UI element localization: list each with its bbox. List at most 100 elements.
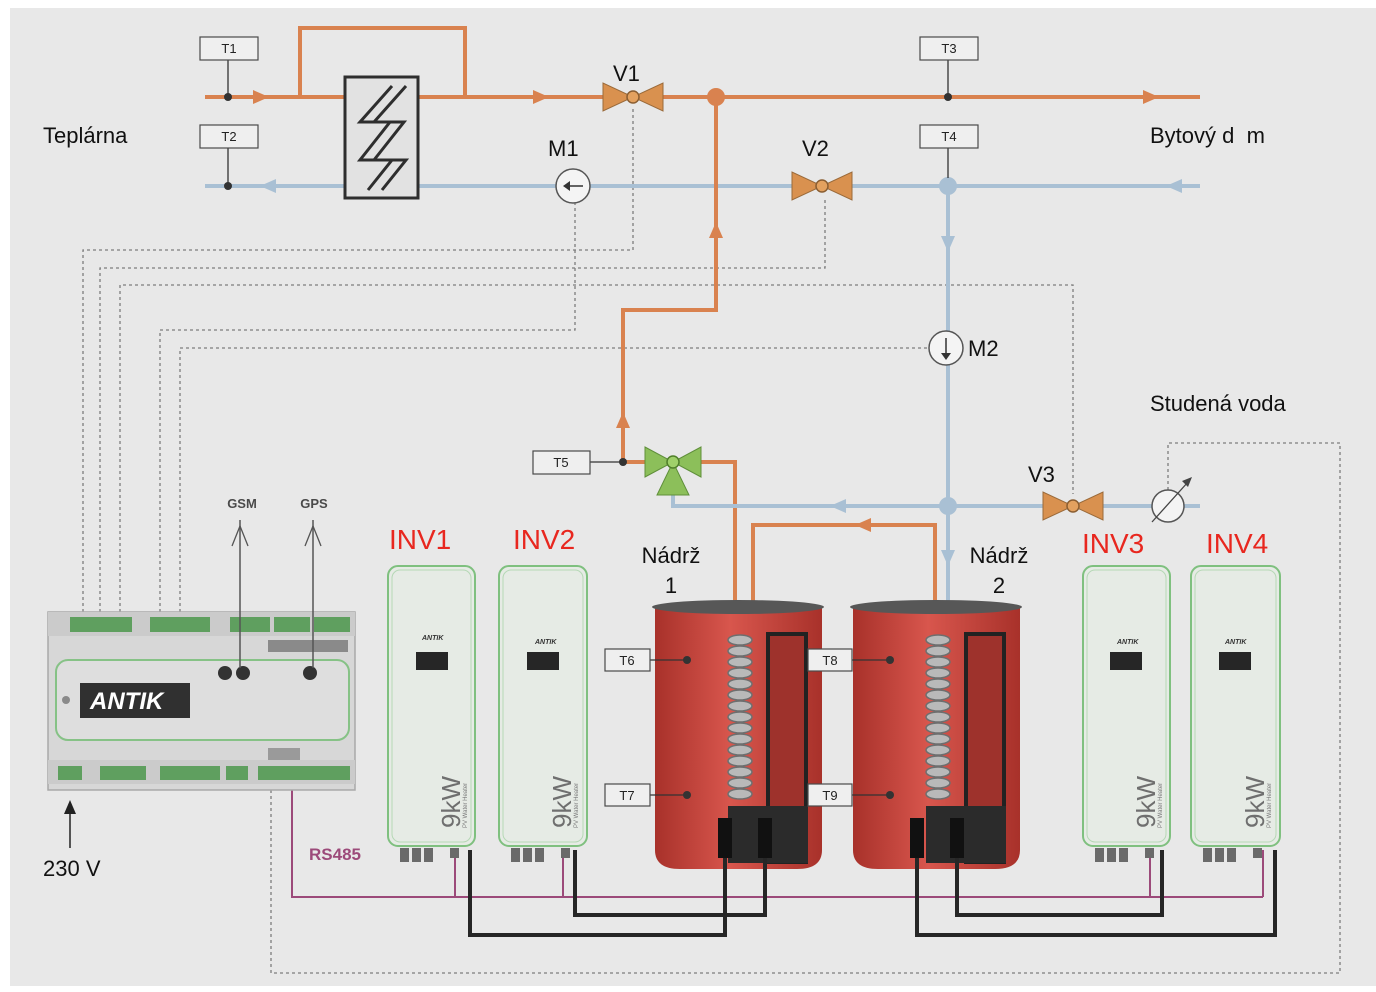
tank-2-coil <box>925 634 951 800</box>
terminal-block <box>230 617 270 632</box>
terminal-block <box>274 617 310 632</box>
valve-label-v1: V1 <box>613 61 640 86</box>
terminal-block <box>258 766 350 780</box>
inverter-logo: ANTIK <box>534 639 557 646</box>
sensor-label: T7 <box>619 788 634 803</box>
inverter-label-2: INV2 <box>513 524 575 555</box>
valve-label-v3: V3 <box>1028 462 1055 487</box>
control-line-m2 <box>179 347 929 612</box>
brand-logo-text: ANTIK <box>89 688 165 715</box>
coil-turn <box>727 689 753 701</box>
heating-element <box>950 818 964 858</box>
flow-arrow-right-icon <box>1143 90 1159 104</box>
inverter-product: PV Water Heater <box>574 783 580 828</box>
control-line-m1 <box>159 203 576 612</box>
inverter-4: ANTIK 9kW PV Water Heater <box>1190 565 1281 862</box>
coil-turn <box>925 634 951 646</box>
coil-turn <box>727 645 753 657</box>
flow-arrow-right-icon <box>253 90 269 104</box>
inverter-label-4: INV4 <box>1206 528 1268 559</box>
flow-arrow-left-icon <box>830 499 846 513</box>
arrow-diagonal-icon <box>1182 477 1192 487</box>
coil-turn <box>727 656 753 668</box>
inverter-product: PV Water Heater <box>463 783 469 828</box>
valve-label-v2: V2 <box>802 136 829 161</box>
inverter-logo: ANTIK <box>1116 639 1139 646</box>
sensor-label: T4 <box>941 129 956 144</box>
coil-turn <box>925 777 951 789</box>
tank-1-name: Nádrž <box>642 543 701 568</box>
sensor-t2: T2 <box>199 124 259 190</box>
tank-1-coil <box>727 634 753 800</box>
coil-turn <box>925 722 951 734</box>
sensor-t7: T7 <box>604 783 691 807</box>
source-label: Teplárna <box>43 123 128 148</box>
antenna-connector <box>218 666 232 680</box>
coil-turn <box>727 700 753 712</box>
destination-label: Bytový d m <box>1150 123 1265 148</box>
sensor-t3: T3 <box>919 36 979 101</box>
coil-turn <box>925 656 951 668</box>
gps-label: GPS <box>300 496 328 511</box>
hot-branch-line <box>616 88 937 632</box>
heating-element <box>758 818 772 858</box>
pump-label-m1: M1 <box>548 136 579 161</box>
coil-turn <box>727 634 753 646</box>
flow-arrow-right-icon <box>533 90 549 104</box>
inverter-logo: ANTIK <box>421 635 444 642</box>
pump-m1 <box>555 168 591 204</box>
flow-arrow-down-icon <box>941 236 955 252</box>
coil-turn <box>925 788 951 800</box>
control-line-v3 <box>119 284 1074 612</box>
coil-turn <box>925 700 951 712</box>
coil-turn <box>727 788 753 800</box>
control-line-v2 <box>99 198 826 612</box>
coil-turn <box>727 766 753 778</box>
terminal-block <box>100 766 146 780</box>
inverter-rating: 9kW <box>1131 776 1161 828</box>
heat-exchanger <box>343 75 420 200</box>
coil-turn <box>925 711 951 723</box>
antenna-connector <box>303 666 317 680</box>
inverter-rating: 9kW <box>1240 776 1270 828</box>
coil-turn <box>925 645 951 657</box>
gsm-antenna: GSM <box>227 496 257 668</box>
flow-arrow-left-icon <box>260 179 276 193</box>
coil-turn <box>727 755 753 767</box>
arrow-left-icon <box>563 181 570 191</box>
arrow-up-icon <box>64 800 76 814</box>
three-way-valve <box>644 446 702 496</box>
sensor-label: T2 <box>221 129 236 144</box>
heating-element <box>718 818 732 858</box>
gsm-label: GSM <box>227 496 257 511</box>
arrow-down-icon <box>941 353 951 360</box>
tank-2 <box>850 600 1022 869</box>
gps-antenna: GPS <box>300 496 328 668</box>
coil-turn <box>925 667 951 679</box>
sensor-label: T8 <box>822 653 837 668</box>
pump-m2 <box>928 330 964 366</box>
sensor-t5: T5 <box>532 450 627 475</box>
flow-arrow-down-icon <box>941 550 955 566</box>
inverter-display <box>416 652 448 670</box>
coil-turn <box>925 744 951 756</box>
coil-turn <box>727 722 753 734</box>
cold-branch-line <box>671 177 1200 632</box>
control-lines <box>82 106 1341 974</box>
terminal-block <box>226 766 248 780</box>
tank-1-number: 1 <box>665 573 677 598</box>
power-label: 230 V <box>43 856 101 881</box>
sensor-label: T1 <box>221 41 236 56</box>
inverter-rating: 9kW <box>547 776 577 828</box>
inverter-1: ANTIK 9kW PV Water Heater <box>387 565 476 862</box>
hot-supply-line <box>205 26 1200 104</box>
inverter-rating: 9kW <box>436 776 466 828</box>
heating-element <box>910 818 924 858</box>
brand-logo <box>80 683 190 718</box>
inverter-2: ANTIK 9kW PV Water Heater <box>498 565 588 862</box>
sensor-label: T6 <box>619 653 634 668</box>
antenna-connector <box>236 666 250 680</box>
flow-arrow-left-icon <box>1166 179 1182 193</box>
valve-v2 <box>791 171 853 201</box>
